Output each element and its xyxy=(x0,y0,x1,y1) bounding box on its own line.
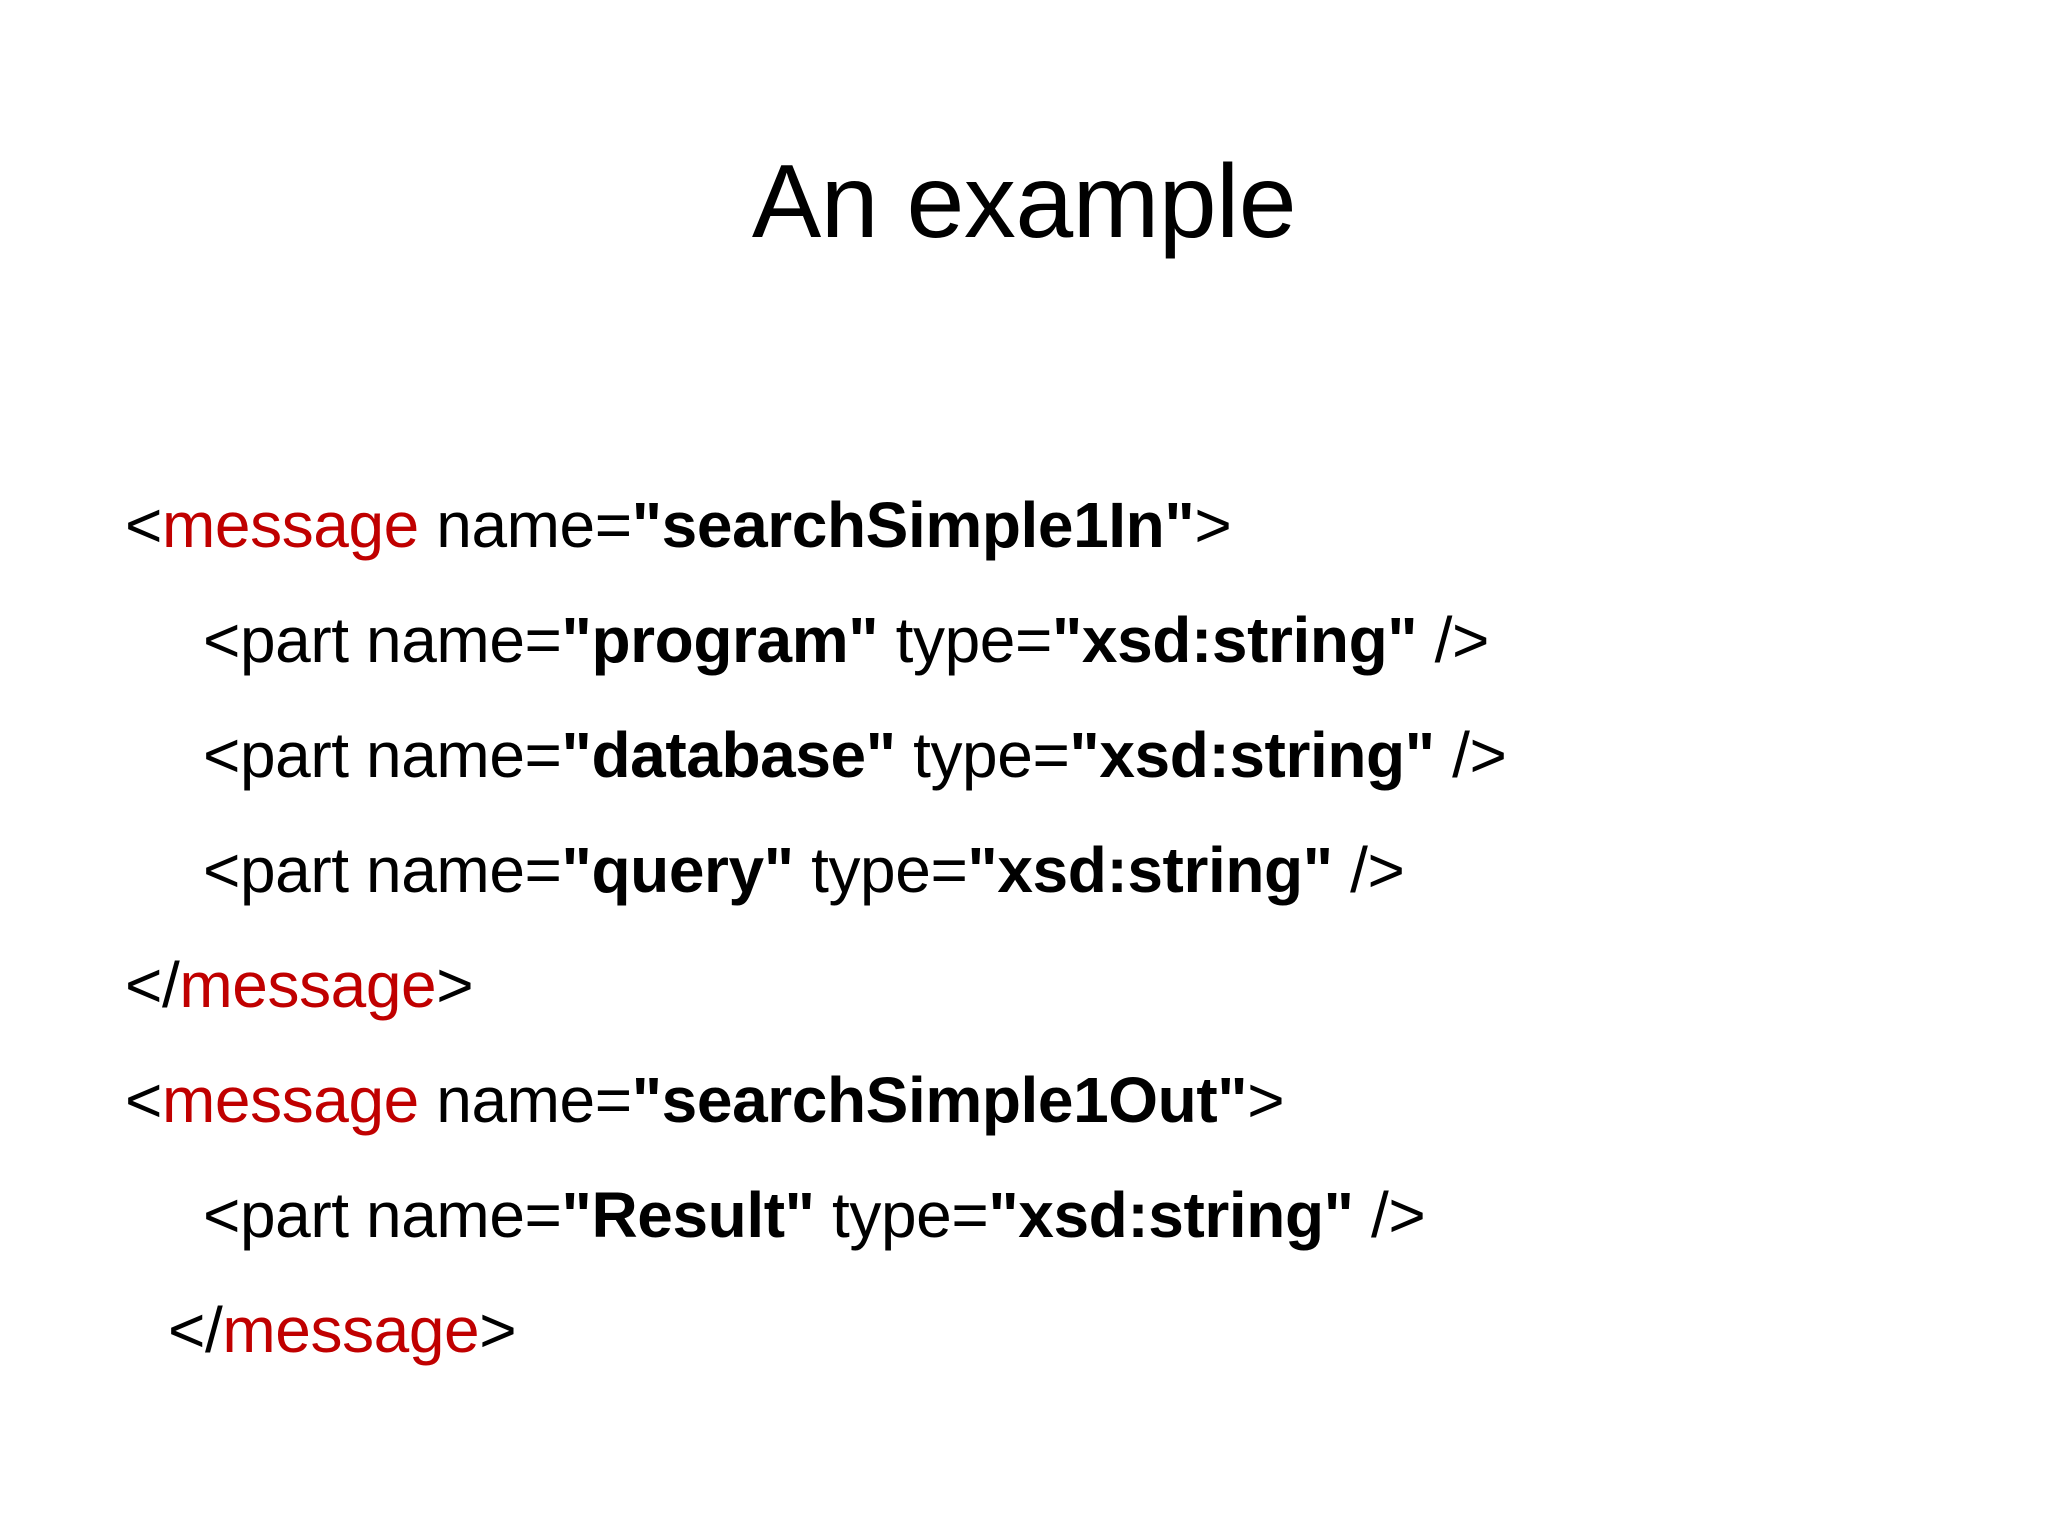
code-line: <part name="database" type="xsd:string" … xyxy=(0,698,2048,813)
code-segment-plain: name= xyxy=(418,489,632,561)
code-segment-bold: "xsd:string" xyxy=(1069,719,1435,791)
code-segment-plain: name= xyxy=(418,1064,632,1136)
code-segment-bold: "xsd:string" xyxy=(967,834,1333,906)
code-segment-plain: type= xyxy=(814,1179,989,1251)
code-line: <part name="Result" type="xsd:string" /> xyxy=(0,1158,2048,1273)
code-segment-tag: message xyxy=(161,1064,419,1136)
code-segment-bold: "database" xyxy=(561,719,897,791)
code-line: <part name="program" type="xsd:string" /… xyxy=(0,583,2048,698)
code-segment-plain: > xyxy=(1247,1064,1285,1136)
code-segment-plain: </ xyxy=(168,1294,223,1366)
code-segment-tag: message xyxy=(179,949,437,1021)
code-segment-bold: "program" xyxy=(561,604,879,676)
code-segment-plain: /> xyxy=(1417,604,1490,676)
code-segment-bold: "searchSimple1Out" xyxy=(631,1064,1248,1136)
code-segment-bold: "xsd:string" xyxy=(1051,604,1418,676)
code-line: <part name="query" type="xsd:string" /> xyxy=(0,813,2048,928)
code-segment-tag: message xyxy=(222,1294,480,1366)
code-segment-bold: "searchSimple1In" xyxy=(631,489,1195,561)
code-segment-plain: type= xyxy=(878,604,1053,676)
code-line: </message> xyxy=(0,1273,2048,1388)
code-segment-plain: <part name= xyxy=(203,1179,562,1251)
code-segment-plain: </ xyxy=(125,949,180,1021)
code-segment-bold: "xsd:string" xyxy=(988,1179,1354,1251)
code-line: <message name="searchSimple1Out"> xyxy=(0,1043,2048,1158)
code-segment-plain: <part name= xyxy=(203,604,562,676)
code-segment-plain: type= xyxy=(895,719,1070,791)
code-segment-plain: > xyxy=(479,1294,517,1366)
code-segment-bold: "Result" xyxy=(561,1179,815,1251)
code-segment-bold: "query" xyxy=(561,834,795,906)
code-line: </message> xyxy=(0,928,2048,1043)
code-segment-plain: < xyxy=(125,1064,162,1136)
code-line: <message name="searchSimple1In"> xyxy=(0,468,2048,583)
code-segment-plain: /> xyxy=(1332,834,1405,906)
code-segment-plain: > xyxy=(1194,489,1232,561)
code-segment-tag: message xyxy=(161,489,419,561)
code-segment-plain: <part name= xyxy=(203,719,562,791)
code-segment-plain: <part name= xyxy=(203,834,562,906)
page-title: An example xyxy=(751,144,1297,260)
code-block: <message name="searchSimple1In"><part na… xyxy=(0,468,2048,1388)
code-segment-plain: /> xyxy=(1353,1179,1426,1251)
code-segment-plain: > xyxy=(436,949,474,1021)
code-segment-plain: /> xyxy=(1434,719,1507,791)
code-segment-plain: < xyxy=(125,489,162,561)
code-segment-plain: type= xyxy=(793,834,968,906)
